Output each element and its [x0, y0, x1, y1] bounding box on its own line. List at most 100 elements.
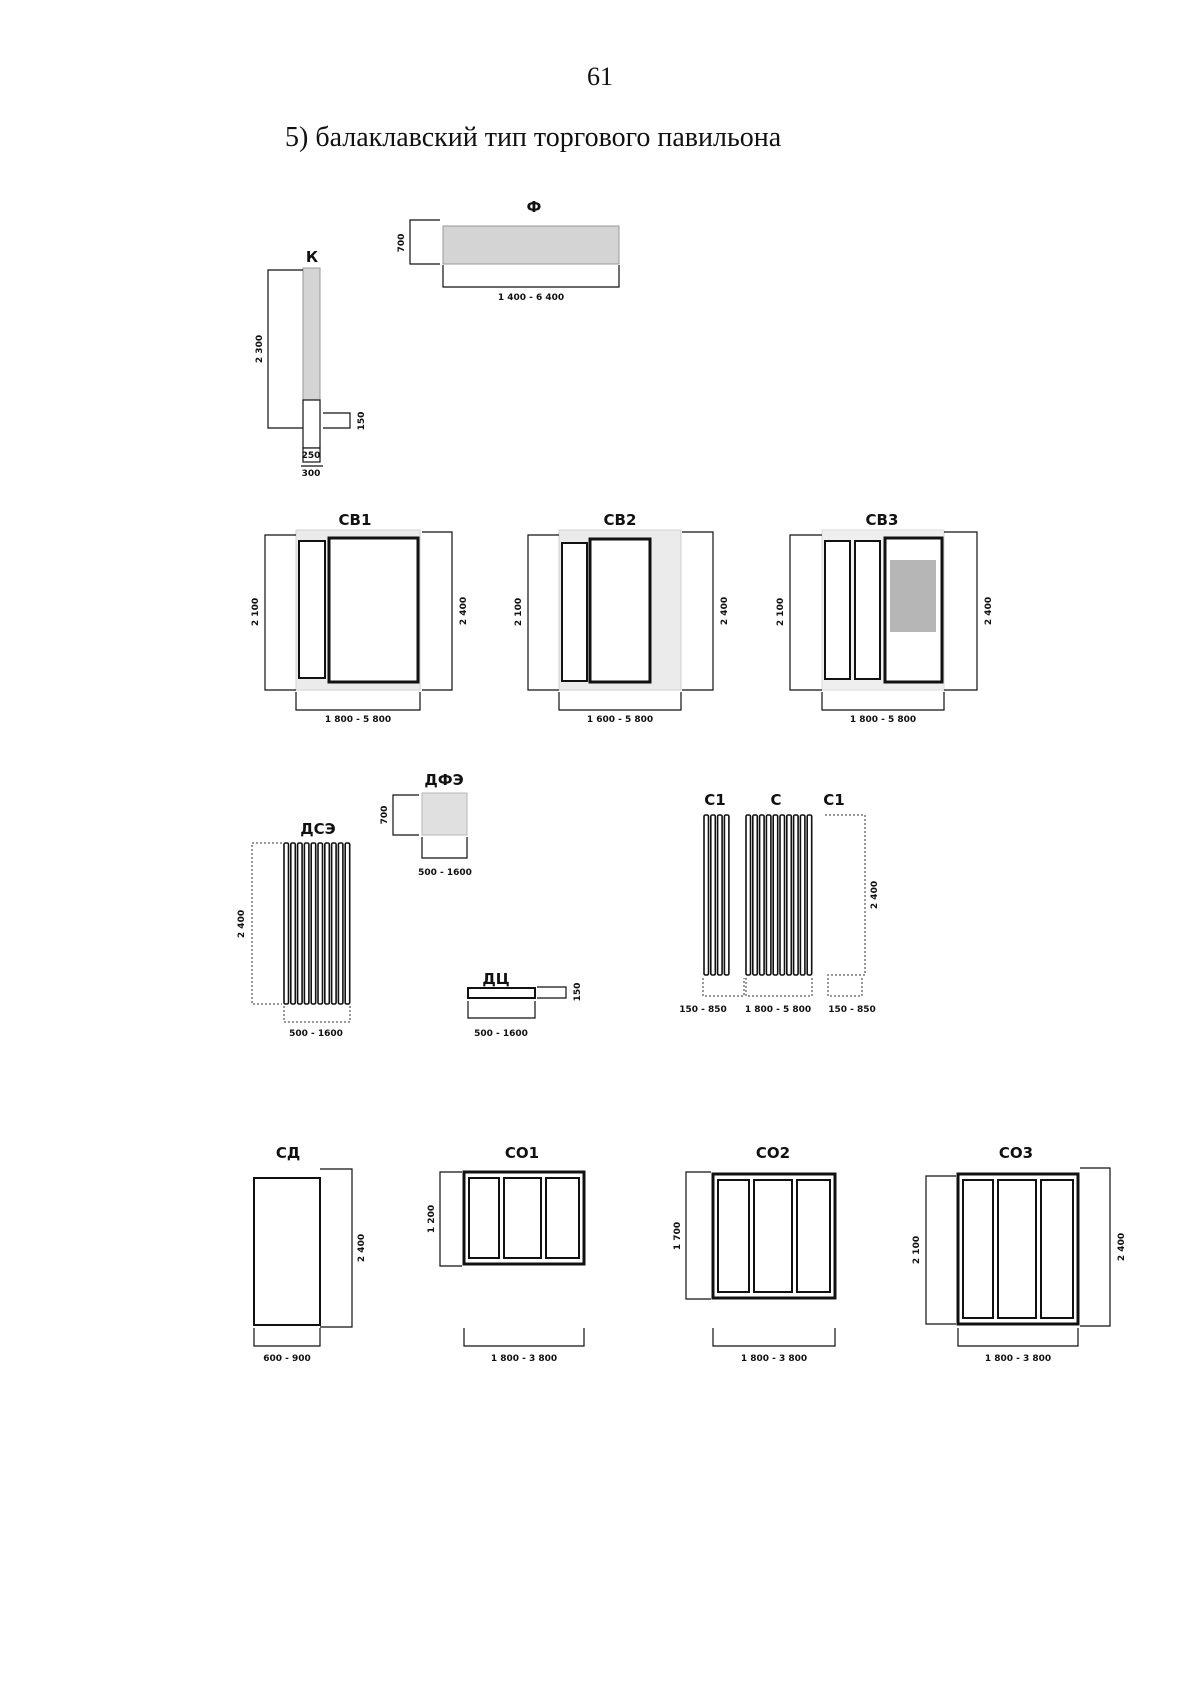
- so3-right-height-value: 2 400: [1117, 1233, 1127, 1261]
- c-center-slat-3: [758, 814, 765, 976]
- sv1-right-height-value: 2 400: [459, 597, 469, 625]
- sd-height-value: 2 400: [357, 1234, 367, 1262]
- dse-slat-4: [303, 842, 310, 1005]
- dse-slat-5: [310, 842, 317, 1005]
- so3-pane-1: [962, 1179, 994, 1319]
- c-center-slat-5: [772, 814, 779, 976]
- dc-width-line: [467, 1001, 536, 1019]
- f-width-value: 1 400 - 6 400: [498, 293, 564, 303]
- dse-slat-1: [283, 842, 290, 1005]
- c1-right-label: С1: [823, 791, 844, 809]
- f-label: Ф: [527, 198, 542, 216]
- sv2-right-height-line: [682, 531, 714, 691]
- sv1-right-height-line: [422, 531, 453, 691]
- element-so1: СО1 1 200 1 800 - 3 800: [427, 1144, 586, 1364]
- element-so2: СО2 1 700 1 800 - 3 800: [673, 1144, 837, 1364]
- element-f: Ф 700 1 400 - 6 400: [397, 198, 620, 303]
- dc-width-value: 500 - 1600: [474, 1029, 528, 1039]
- so3-pane-2: [997, 1179, 1037, 1319]
- sv2-label: СВ2: [604, 511, 637, 529]
- so1-pane-3: [545, 1177, 580, 1259]
- sd-label: СД: [276, 1144, 300, 1162]
- so2-label: СО2: [756, 1144, 790, 1162]
- page-number: 61: [587, 62, 613, 91]
- so1-height-value: 1 200: [427, 1205, 437, 1233]
- dse-slat-3: [296, 842, 303, 1005]
- so2-width-value: 1 800 - 3 800: [741, 1354, 807, 1364]
- so2-width-line: [712, 1328, 836, 1347]
- c-center-slat-4: [765, 814, 772, 976]
- sv2-right-height-value: 2 400: [720, 597, 730, 625]
- dse-slats: [283, 842, 351, 1005]
- so1-pane-1: [468, 1177, 500, 1259]
- dse-width-line: [283, 1006, 351, 1023]
- so3-left-height-line: [925, 1175, 956, 1325]
- sv3-width-value: 1 800 - 5 800: [850, 715, 916, 725]
- k-offset-value: 150: [357, 412, 367, 431]
- element-c-group: С1 С С1 2 400 150 - 850 1 800 - 5 800 15…: [679, 791, 880, 1015]
- sv3-shading: [890, 560, 936, 632]
- c-center-slats: [745, 814, 813, 976]
- k-inner-width-box: [302, 447, 321, 463]
- sv2-width-line: [558, 692, 682, 711]
- f-width-dimension-line: [442, 265, 620, 288]
- dc-label: ДЦ: [482, 970, 509, 988]
- so1-width-value: 1 800 - 3 800: [491, 1354, 557, 1364]
- sv2-left-height-line: [527, 534, 559, 691]
- k-column-base: [302, 399, 321, 449]
- element-k: К 2 300 150 250 300: [255, 248, 367, 479]
- c1-left-slat-4: [723, 814, 730, 976]
- c1-left-width-line: [702, 978, 745, 997]
- so1-height-line: [439, 1171, 462, 1267]
- so2-pane-1: [717, 1179, 750, 1293]
- f-height-value: 700: [397, 234, 407, 253]
- sv1-wide-panel: [327, 536, 420, 684]
- sv3-left-height-line: [789, 534, 822, 691]
- c-center-slat-1: [745, 814, 752, 976]
- c1-right-width-value: 150 - 850: [828, 1005, 876, 1015]
- sd-height-line: [320, 1168, 353, 1328]
- sv2-wide-panel: [588, 537, 652, 684]
- c1-left-slat-2: [709, 814, 717, 976]
- element-sv1: СВ1 2 100 2 400 1 800 - 5 800: [251, 511, 469, 725]
- sv3-middle-panel: [854, 540, 881, 680]
- so3-left-height-value: 2 100: [912, 1236, 922, 1264]
- sv1-left-height-value: 2 100: [251, 598, 261, 626]
- c-center-slat-7: [785, 814, 793, 976]
- k-offset-dimension-line: [323, 412, 351, 429]
- k-width-value: 300: [302, 469, 321, 479]
- so2-pane-2: [753, 1179, 793, 1293]
- c1-left-slat-1: [703, 814, 710, 976]
- element-dfe: ДФЭ 700 500 - 1600: [380, 771, 472, 878]
- sv3-right-height-value: 2 400: [984, 597, 994, 625]
- c1-right-width-line: [827, 978, 863, 997]
- so3-width-value: 1 800 - 3 800: [985, 1354, 1051, 1364]
- element-sd: СД 2 400 600 - 900: [253, 1144, 367, 1364]
- dc-height-line: [537, 986, 567, 999]
- sv2-narrow-panel: [561, 542, 588, 682]
- c1-left-slat-3: [716, 814, 723, 976]
- dse-label: ДСЭ: [300, 820, 335, 838]
- section-heading: 5) балаклавский тип торгового павильона: [285, 122, 782, 153]
- c-center-slat-6: [779, 814, 786, 976]
- k-height-dimension-line: [267, 269, 303, 429]
- dse-width-value: 500 - 1600: [289, 1029, 343, 1039]
- so3-width-line: [957, 1328, 1079, 1347]
- dse-slat-6: [317, 842, 324, 1005]
- dse-slat-9: [337, 842, 344, 1005]
- c-center-width-line: [745, 978, 813, 997]
- dfe-width-value: 500 - 1600: [418, 868, 472, 878]
- c-label: С: [770, 791, 781, 809]
- sv1-width-value: 1 800 - 5 800: [325, 715, 391, 725]
- dc-panel: [467, 987, 536, 999]
- sv1-left-height-line: [264, 534, 296, 691]
- k-inner-width-value: 250: [302, 451, 321, 461]
- dfe-width-line: [421, 837, 468, 859]
- dse-slat-10: [344, 842, 351, 1005]
- c1-left-width-value: 150 - 850: [679, 1005, 727, 1015]
- sv1-narrow-panel: [298, 540, 326, 679]
- c-height-line: [825, 814, 866, 976]
- sv1-label: СВ1: [339, 511, 372, 529]
- sv3-left-panel: [824, 540, 851, 680]
